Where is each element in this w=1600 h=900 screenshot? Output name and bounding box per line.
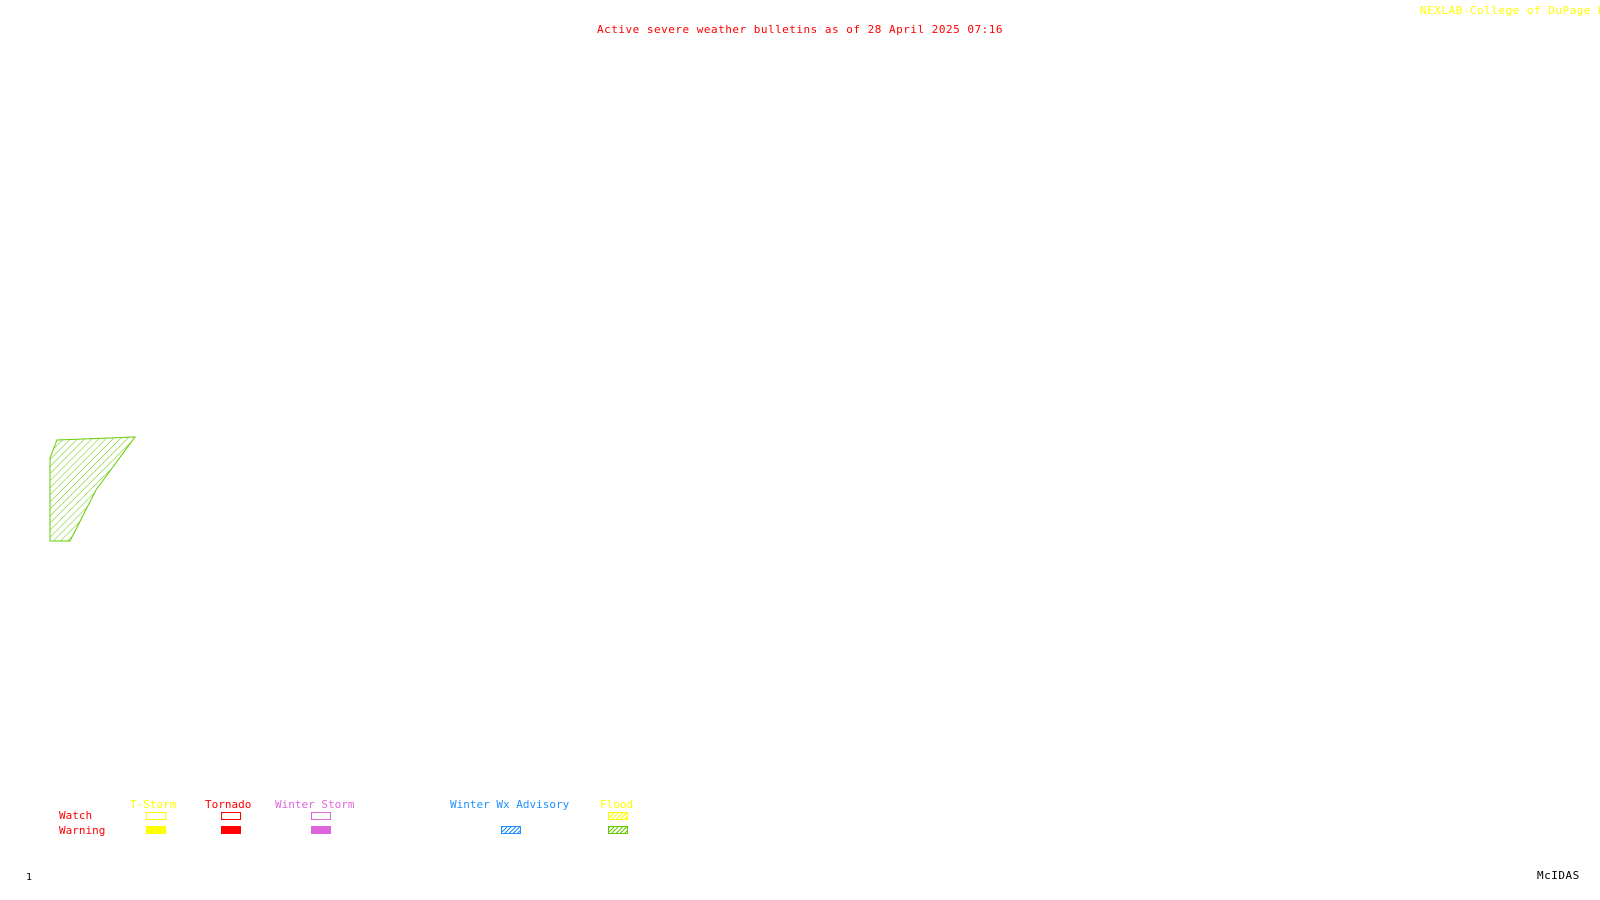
legend-row-warning: Warning [59,824,106,837]
legend-winter-storm-watch-swatch [311,812,331,820]
legend-tstorm-watch-swatch [146,812,166,820]
software-label: McIDAS [1537,869,1580,882]
legend-flood-watch-swatch [608,812,628,820]
source-credit: NEXLAB-College of DuPage R [1420,4,1600,17]
legend-flood-warning-swatch [608,826,628,834]
legend-winter-wx-advisory-swatch [501,826,521,834]
legend-winter-storm-label: Winter Storm [275,798,355,811]
legend-tornado-label: Tornado [205,798,252,811]
legend-winter-storm-warning-swatch [311,826,331,834]
bulletin-title: Active severe weather bulletins as of 28… [597,23,1003,36]
legend-row-watch: Watch [59,809,93,822]
frame-number: 1 [26,872,33,883]
legend-winter-wx-advisory-label: Winter Wx Advisory [450,798,570,811]
legend-flood-label: Flood [600,798,634,811]
legend-tstorm-warning-swatch [146,826,166,834]
legend-tstorm-label: T-Storm [130,798,177,811]
legend-tornado-warning-swatch [221,826,241,834]
legend-tornado-watch-swatch [221,812,241,820]
flood-warning-area [49,436,137,542]
